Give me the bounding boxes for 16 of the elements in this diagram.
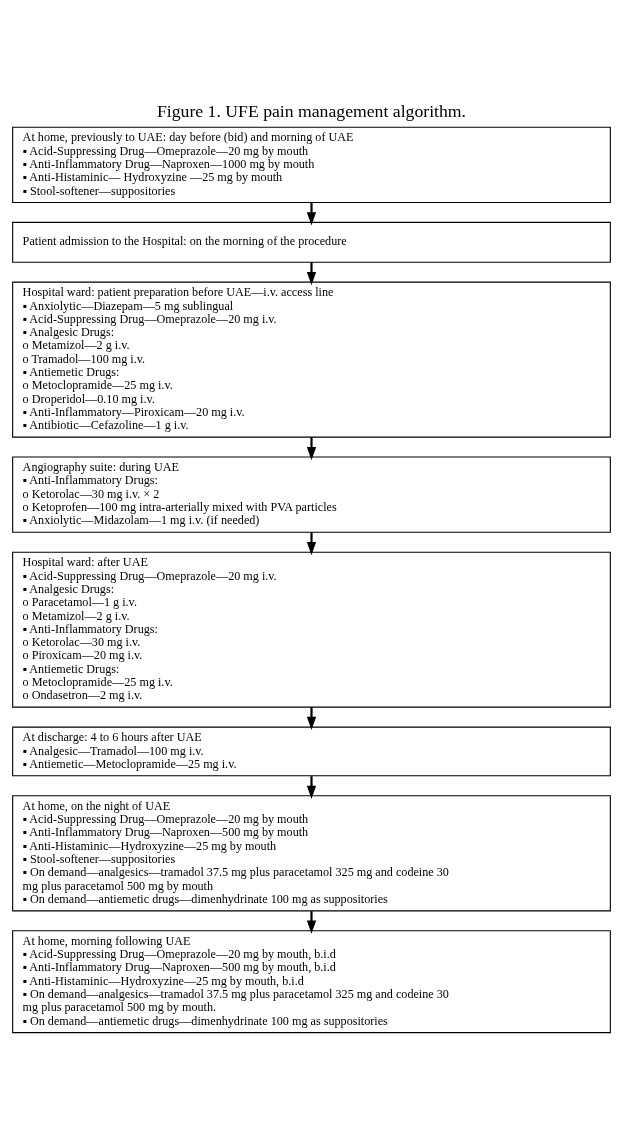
node-box: At home, on the night of UAE ▪ Acid-Suppressing Drug—Omeprazole—20 mg by mouth ▪ Anti-Inflammatory Drug—Naproxen—500 mg by mouth ▪ Anti-Histaminic—Hydroxyzine—25 mg by mouth ▪ Stool-softener—suppositories ▪ On demand—analgesics—tramadol 37.5 mg plus paracetamol 325 mg and codeine 30 mg plus paracetamol 500 mg by mouth ▪ On demand—antiemetic drugs—dimenhydrinate 100 mg as suppositories xyxy=(12,794,611,911)
arrow xyxy=(306,436,317,460)
node-box: At home, previously to UAE: day before (bid) and morning of UAE ▪ Acid-Suppressing Drug—Omeprazole—20 mg by mouth ▪ Anti-Inflammatory Drug—Naproxen—1000 mg by mouth ▪ Anti-Histaminic— Hydroxyzine —25 mg by mouth ▪ Stool-softener—suppositories xyxy=(12,126,611,203)
arrow xyxy=(306,261,317,285)
node-box: Hospital ward: patient preparation before UAE—i.v. access line ▪ Anxiolytic—Diazepam—5 mg sublingual ▪ Acid-Suppressing Drug—Omeprazole—20 mg i.v. ▪ Analgesic Drugs: o Metamizol—2 g i.v. o Tramadol—100 mg i.v. ▪ Antiemetic Drugs: o Metoclopramide—25 mg i.v. o Droperidol—0.10 mg i.v. ▪ Anti-Inflammatory—Piroxicam—20 mg i.v. ▪ Antibiotic—Cefazoline—1 g i.v. xyxy=(12,281,611,438)
node-box: At home, morning following UAE ▪ Acid-Suppressing Drug—Omeprazole—20 mg by mouth, b.i.d ▪ Anti-Inflammatory Drug—Naproxen—500 mg by mouth, b.i.d ▪ Anti-Histaminic—Hydroxyzine—25 mg by mouth, b.i.d ▪ On demand—analgesics—tramadol 37.5 mg plus paracetamol 325 mg and codeine 30 mg plus paracetamol 500 mg by mouth. ▪ On demand—antiemetic drugs—dimenhydrinate 100 mg as suppositories xyxy=(12,929,611,1033)
node-box: Hospital ward: after UAE ▪ Acid-Suppressing Drug—Omeprazole—20 mg i.v. ▪ Analgesic Drugs: o Paracetamol—1 g i.v. o Metamizol—2 g i.v. ▪ Anti-Inflammatory Drugs: o Ketorolac—30 mg i.v. o Piroxicam—20 mg i.v. ▪ Antiemetic Drugs: o Metoclopramide—25 mg i.v. o Ondasetron—2 mg i.v. xyxy=(12,551,611,708)
arrow xyxy=(306,910,317,934)
diagram-title: Figure 1. UFE pain management algorithm. xyxy=(157,100,466,121)
arrow xyxy=(306,202,317,225)
node-box: Angiography suite: during UAE ▪ Anti-Inflammatory Drugs: o Ketorolac—30 mg i.v. × 2 o Ketoprofen—100 mg intra-arterially mixed with PVA particles ▪ Anxiolytic—Midazolam—1 mg i.v. (if needed) xyxy=(12,455,611,533)
arrow xyxy=(306,531,317,555)
arrow xyxy=(306,706,317,730)
node-box: Patient admission to the Hospital: on the morning of the procedure xyxy=(12,221,611,263)
node-box: At discharge: 4 to 6 hours after UAE ▪ Analgesic—Tramadol—100 mg i.v. ▪ Antiemetic—Metoclopramide—25 mg i.v. xyxy=(12,726,611,776)
arrow xyxy=(306,775,317,799)
